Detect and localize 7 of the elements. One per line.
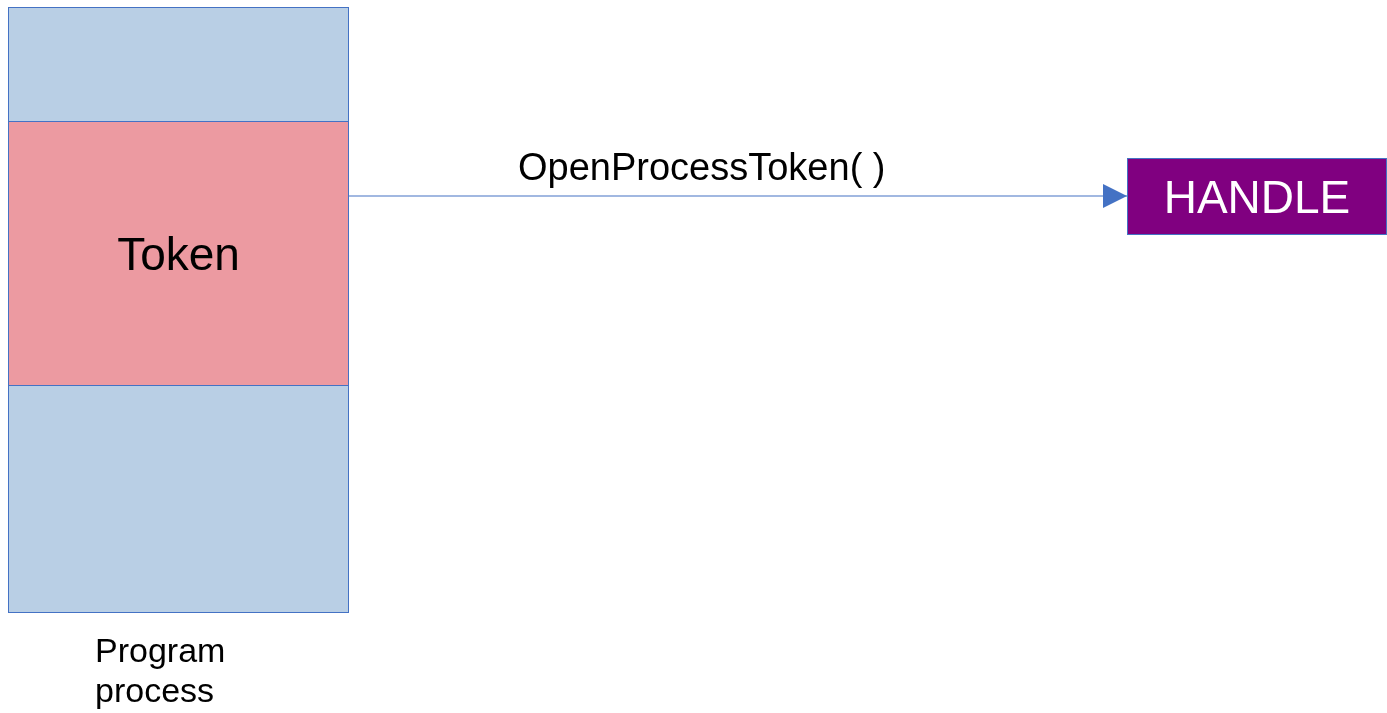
arrow [348,184,1128,208]
node-label: Program process [95,630,227,710]
node-label: HANDLE [1163,169,1351,224]
token-region [8,121,349,386]
node-label: Token [117,226,240,281]
process-block [8,7,349,613]
handle-box [1127,158,1387,235]
